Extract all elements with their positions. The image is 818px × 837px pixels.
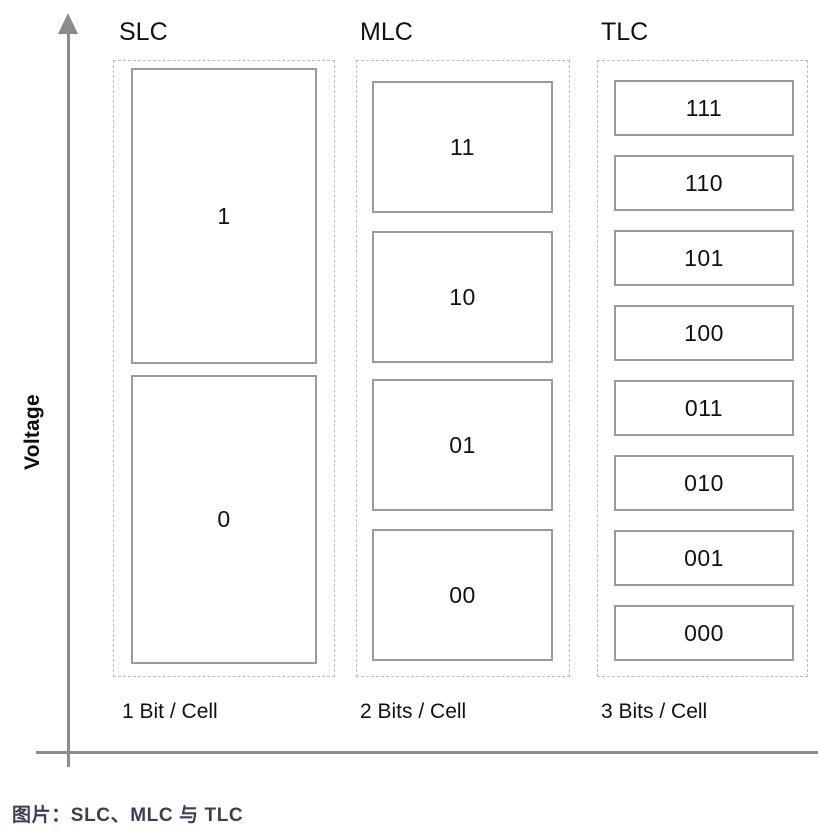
level-box-tlc-000: 000 [614, 605, 794, 661]
level-box-tlc-110: 110 [614, 155, 794, 211]
level-box-mlc-11: 11 [372, 81, 553, 213]
column-title-tlc: TLC [601, 18, 649, 46]
column-footer-mlc: 2 Bits / Cell [360, 700, 467, 723]
y-axis-label: Voltage [21, 394, 44, 470]
level-box-mlc-01: 01 [372, 379, 553, 511]
x-axis-line [36, 751, 818, 754]
level-box-mlc-00: 00 [372, 529, 553, 661]
level-box-mlc-10: 10 [372, 231, 553, 363]
level-box-tlc-001: 001 [614, 530, 794, 586]
figure-caption: 图片：SLC、MLC 与 TLC [12, 805, 244, 826]
column-title-mlc: MLC [360, 18, 413, 46]
level-box-slc-0: 0 [131, 375, 317, 664]
level-box-tlc-100: 100 [614, 305, 794, 361]
level-box-tlc-111: 111 [614, 80, 794, 136]
column-footer-tlc: 3 Bits / Cell [601, 700, 708, 723]
level-box-slc-1: 1 [131, 68, 317, 364]
level-box-tlc-011: 011 [614, 380, 794, 436]
arrow-up-icon [58, 13, 78, 34]
level-box-tlc-101: 101 [614, 230, 794, 286]
y-axis-line [67, 30, 70, 767]
column-title-slc: SLC [119, 18, 168, 46]
column-footer-slc: 1 Bit / Cell [122, 700, 218, 723]
level-box-tlc-010: 010 [614, 455, 794, 511]
